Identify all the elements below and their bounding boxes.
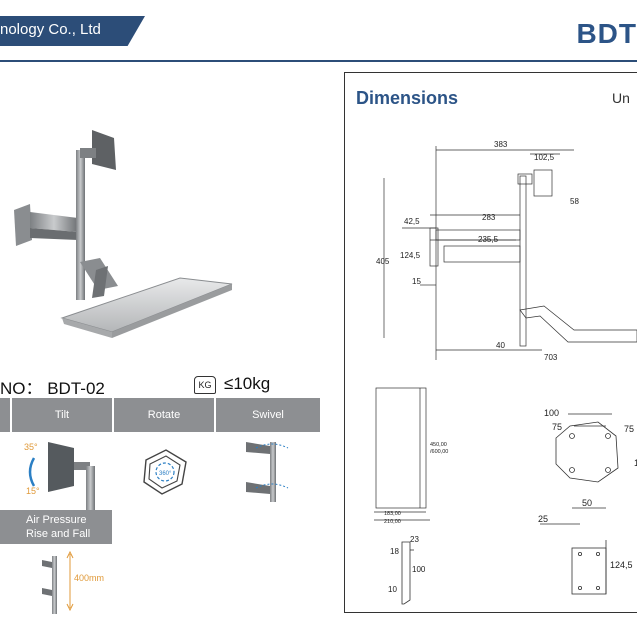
tilt-down-label: 15° <box>26 486 40 496</box>
dim-15: 15 <box>412 277 421 286</box>
clamp-18: 18 <box>390 547 399 556</box>
vesa-75b: 75 <box>624 424 634 434</box>
feature-header-blank <box>0 398 10 432</box>
header-rule <box>0 60 637 62</box>
dim-235-5: 235,5 <box>478 235 499 244</box>
clamp-23: 23 <box>410 535 419 544</box>
brand-title: BDT <box>576 18 637 49</box>
dimensions-unit: Un <box>612 90 630 106</box>
air-pressure-line1: Air Pressure <box>26 514 87 526</box>
clamp-100: 100 <box>412 565 426 574</box>
plate-124-5: 124,5 <box>610 560 633 570</box>
air-pressure-illustration: 400mm <box>42 550 104 614</box>
product-image <box>14 130 233 338</box>
dimensions-panel <box>344 72 637 613</box>
plate-25: 25 <box>538 514 548 524</box>
tilt-illustration: 35° 15° <box>24 442 95 510</box>
clamp-10: 10 <box>388 585 397 594</box>
pole-height-2: /600,00 <box>430 449 448 455</box>
vesa-100: 100 <box>544 408 559 418</box>
dim-102-5: 102,5 <box>534 153 555 162</box>
model-number: NO： BDT-02 <box>0 379 105 398</box>
pole-height-1: 450,00 <box>430 442 447 448</box>
pole-width-2: 210,00 <box>384 519 401 525</box>
dim-383: 383 <box>494 140 508 149</box>
dim-40: 40 <box>496 341 505 350</box>
header: nology Co., Ltd BDT <box>0 0 637 62</box>
dim-405: 405 <box>376 257 390 266</box>
dim-42-5: 42,5 <box>404 217 420 226</box>
company-name: nology Co., Ltd <box>0 21 101 38</box>
pole-width-1: 183,00 <box>384 511 401 517</box>
vesa-75: 75 <box>552 422 562 432</box>
swivel-illustration <box>246 442 289 502</box>
dim-124-5: 124,5 <box>400 251 421 260</box>
dimension-drawings: 383 102,5 58 42,5 283 235,5 124,5 15 405… <box>374 140 637 605</box>
vesa-1: 1 <box>634 458 637 468</box>
feature-header-tilt: Tilt <box>12 398 112 432</box>
plate-50: 50 <box>582 498 592 508</box>
rotate-label: 360° <box>159 471 172 477</box>
weight-limit: ≤10kg <box>224 374 271 393</box>
height-range-label: 400mm <box>74 573 104 583</box>
weight-icon: KG <box>194 376 216 394</box>
header-band <box>0 16 145 46</box>
dim-58: 58 <box>570 197 579 206</box>
feature-header-swivel: Swivel <box>216 398 320 432</box>
air-pressure-header: Air Pressure Rise and Fall <box>0 510 112 544</box>
dimensions-title: Dimensions <box>356 88 459 108</box>
dim-703: 703 <box>544 353 558 362</box>
tilt-up-label: 35° <box>24 442 38 452</box>
air-pressure-line2: Rise and Fall <box>26 528 91 540</box>
rotate-illustration: 360° <box>143 449 187 495</box>
feature-header-rotate: Rotate <box>114 398 214 432</box>
dim-283: 283 <box>482 213 496 222</box>
